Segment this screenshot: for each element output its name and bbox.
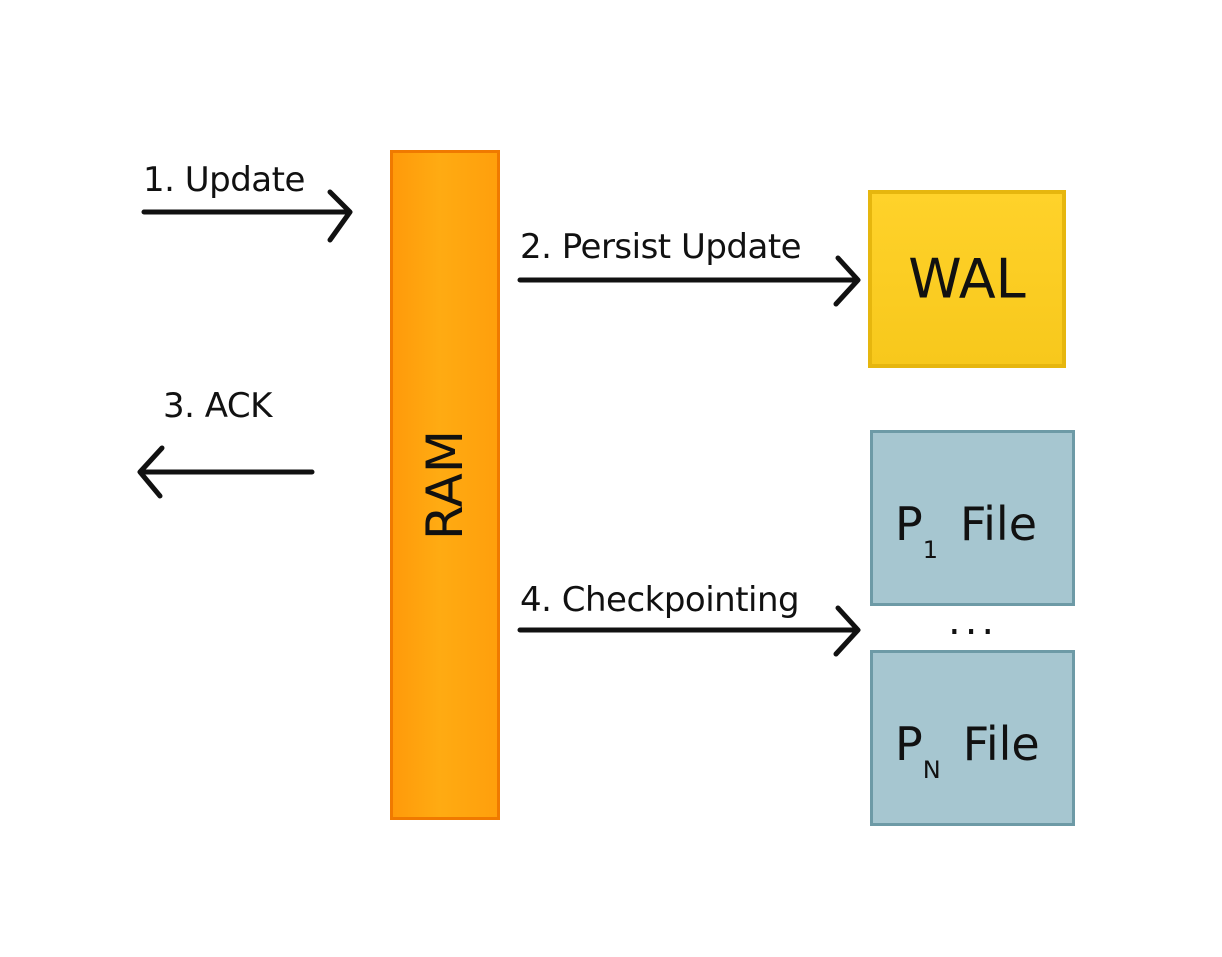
checkpointing-label: 4. Checkpointing <box>520 580 800 620</box>
wal-block: WAL <box>868 190 1066 368</box>
ram-label: RAM <box>416 429 474 541</box>
file-name: File <box>962 717 1040 771</box>
persist-arrow <box>517 255 861 307</box>
persist-update-label: 2. Persist Update <box>520 227 802 267</box>
file-subscript: 1 <box>922 536 939 564</box>
file-name: File <box>960 497 1038 551</box>
partition-file-1: P1 File <box>870 430 1075 606</box>
file-prefix: P <box>895 717 923 771</box>
ellipsis: ... <box>948 598 999 644</box>
ack-arrow <box>137 445 315 499</box>
partition-file-n: PN File <box>870 650 1075 826</box>
update-label: 1. Update <box>143 160 305 200</box>
ack-label: 3. ACK <box>163 386 272 426</box>
wal-label: WAL <box>908 247 1026 311</box>
checkpointing-arrow <box>517 605 861 657</box>
file-prefix: P <box>895 497 923 551</box>
ram-block: RAM <box>390 150 500 820</box>
file-subscript: N <box>922 756 941 784</box>
update-arrow <box>141 189 353 243</box>
